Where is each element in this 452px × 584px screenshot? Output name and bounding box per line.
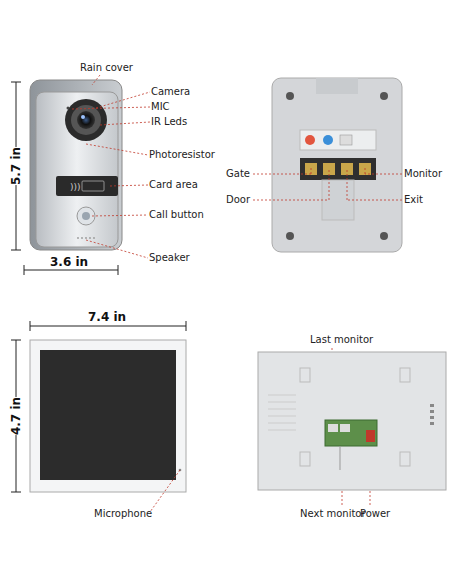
part-label: Rain cover [80,62,133,74]
monitor-back [258,352,446,490]
port-label: Last monitor [310,334,373,346]
part-label: Speaker [149,252,190,264]
doorbell-front: ))) [30,80,122,250]
part-label: Call button [149,209,204,221]
leader-lines [253,168,402,200]
dimension-lines [11,82,186,492]
dimension-label: 4.7 in [10,397,22,435]
terminal-label: Door [226,194,250,206]
dimension-label: 3.6 in [50,256,88,268]
part-label: IR Leds [151,116,187,128]
svg-text:))): ))) [70,182,81,192]
dimension-label: 7.4 in [88,311,126,323]
leader-lines [72,75,150,258]
terminal-label: Exit [404,194,423,206]
part-label: Card area [149,179,198,191]
monitor-front [30,340,186,492]
part-label: Photoresistor [149,149,215,161]
part-label: Camera [151,86,190,98]
terminal-label: Monitor [404,168,442,180]
port-label: Power [360,508,390,520]
part-label: Microphone [94,508,152,520]
terminal-label: Gate [226,168,250,180]
dimension-label: 5.7 in [10,147,22,185]
port-label: Next monitor [300,508,366,520]
doorbell-back [272,78,402,252]
part-label: MIC [151,101,170,113]
